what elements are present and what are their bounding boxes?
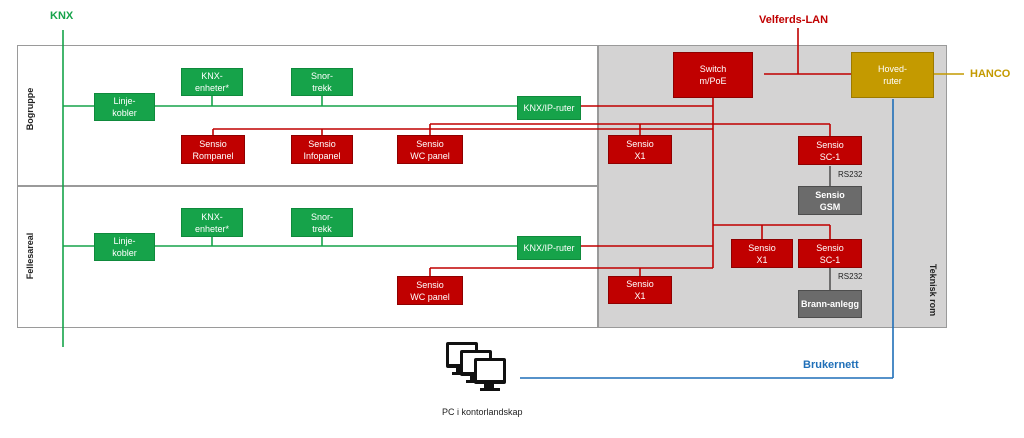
sensio-wc-panel-box[interactable]: Sensio WC panel	[397, 135, 463, 164]
linjekobler-box[interactable]: Linje- kobler	[94, 93, 155, 121]
sensio-x1-mid-box[interactable]: Sensio X1	[731, 239, 793, 268]
sensio-sc1-bottom-box[interactable]: Sensio SC-1	[798, 239, 862, 268]
fellesareal-label: Fellesareal	[25, 232, 35, 280]
sensio-rompanel-box[interactable]: Sensio Rompanel	[181, 135, 245, 164]
hovedruter-box[interactable]: Hoved- ruter	[851, 52, 934, 98]
sensio-x1-bottom-box[interactable]: Sensio X1	[608, 276, 672, 304]
knx-ip-ruter-box[interactable]: KNX/IP-ruter	[517, 236, 581, 260]
knx-label: KNX	[50, 10, 74, 22]
knx-enheter-box[interactable]: KNX- enheter*	[181, 68, 243, 96]
pc-group-icon[interactable]	[444, 340, 524, 400]
rs232-top-label: RS232	[838, 170, 863, 179]
sensio-sc1-top-box[interactable]: Sensio SC-1	[798, 136, 862, 165]
pc-label: PC i kontorlandskap	[442, 407, 523, 417]
brukernett-label: Brukernett	[803, 359, 859, 371]
velferds-lan-label: Velferds-LAN	[759, 14, 829, 26]
bogruppe-label: Bogruppe	[25, 87, 35, 131]
sensio-x1-top-box[interactable]: Sensio X1	[608, 135, 672, 164]
teknisk-rom-label: Teknisk rom	[928, 263, 938, 317]
brann-anlegg-box[interactable]: Brann-anlegg	[798, 290, 862, 318]
snortrekk-box[interactable]: Snor- trekk	[291, 208, 353, 237]
sensio-wc-panel-box[interactable]: Sensio WC panel	[397, 276, 463, 305]
knx-ip-ruter-box[interactable]: KNX/IP-ruter	[517, 96, 581, 120]
sensio-infopanel-box[interactable]: Sensio Infopanel	[291, 135, 353, 164]
linjekobler-box[interactable]: Linje- kobler	[94, 233, 155, 261]
snortrekk-box[interactable]: Snor- trekk	[291, 68, 353, 96]
rs232-bottom-label: RS232	[838, 272, 863, 281]
sensio-gsm-box[interactable]: Sensio GSM	[798, 186, 862, 215]
knx-enheter-box[interactable]: KNX- enheter*	[181, 208, 243, 237]
hanco-label: HANCO	[970, 68, 1011, 80]
switch-poe-box[interactable]: Switch m/PoE	[673, 52, 753, 98]
